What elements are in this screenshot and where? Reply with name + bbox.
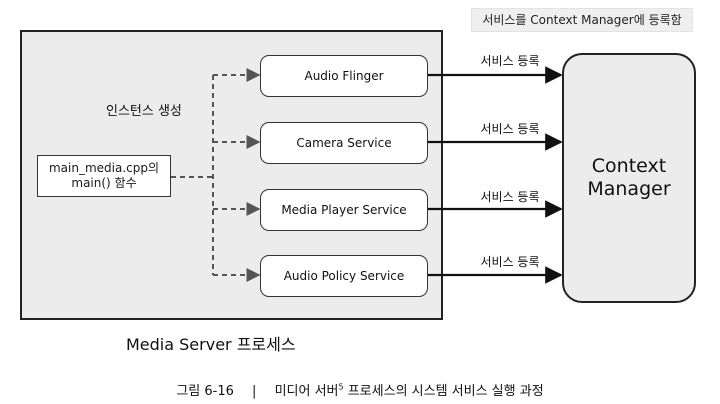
caption-text-before: 미디어 서버 <box>274 384 339 399</box>
service-box-audio-policy-service: Audio Policy Service <box>260 255 428 297</box>
header-label: 서비스를 Context Manager에 등록함 <box>471 8 693 32</box>
register-label-camera-service: 서비스 등록 <box>480 122 540 136</box>
main-box-line2: main() 함수 <box>71 176 137 190</box>
figure-caption: 그림 6-16 | 미디어 서버5 프로세스의 시스템 서비스 실행 과정 <box>0 380 720 399</box>
caption-label: 그림 6-16 <box>176 384 234 399</box>
caption-separator: | <box>252 384 257 399</box>
caption-footnote: 5 <box>338 382 344 392</box>
service-box-media-player-service: Media Player Service <box>260 189 428 231</box>
register-label-audio-policy-service: 서비스 등록 <box>480 255 540 269</box>
register-label-media-player-service: 서비스 등록 <box>480 190 540 204</box>
context-manager-line1: Context <box>591 155 667 177</box>
context-manager-box: Context Manager <box>562 53 696 303</box>
context-manager-line2: Manager <box>587 178 671 200</box>
service-box-audio-flinger: Audio Flinger <box>260 55 428 97</box>
main-box-line1: main_media.cpp의 <box>48 161 160 175</box>
caption-text-after: 프로세스의 시스템 서비스 실행 과정 <box>343 384 544 399</box>
instance-creation-label: 인스턴스 생성 <box>106 104 182 119</box>
main-function-box: main_media.cpp의 main() 함수 <box>37 155 171 197</box>
service-box-camera-service: Camera Service <box>260 122 428 164</box>
media-server-process-label: Media Server 프로세스 <box>126 335 296 354</box>
register-label-audio-flinger: 서비스 등록 <box>480 54 540 68</box>
